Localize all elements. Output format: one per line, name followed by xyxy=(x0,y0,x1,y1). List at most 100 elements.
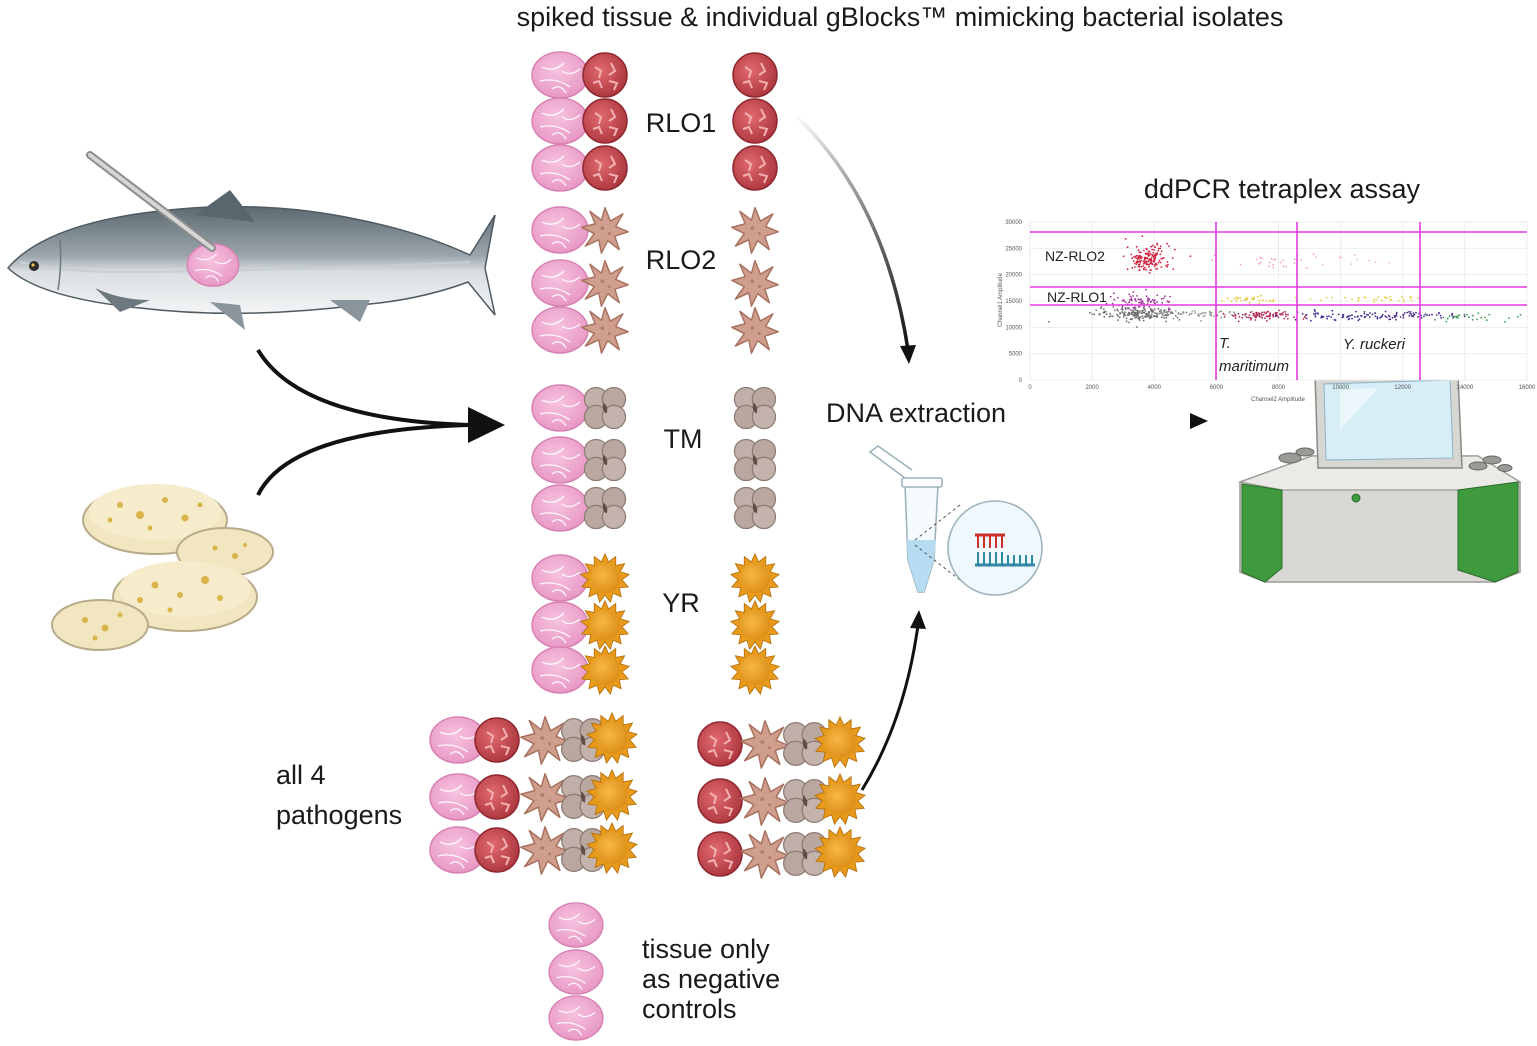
droplet-point xyxy=(1137,306,1140,308)
droplet-point xyxy=(1385,316,1388,318)
droplet-point xyxy=(1172,268,1175,270)
droplet-point xyxy=(1272,314,1274,317)
droplet-point xyxy=(1519,313,1522,316)
droplet-point xyxy=(1150,262,1152,265)
droplet-point xyxy=(1188,314,1191,316)
droplet-point xyxy=(1123,314,1125,317)
droplet-point xyxy=(1476,318,1478,321)
droplet-point xyxy=(1315,256,1317,259)
droplet-point xyxy=(1095,309,1098,312)
droplet-point xyxy=(1305,314,1308,316)
plot-x-tick-label: 10000 xyxy=(1332,385,1349,391)
ddpcr-instrument-illustration xyxy=(1237,374,1522,583)
droplet-point xyxy=(1395,312,1398,315)
droplet-point xyxy=(1159,253,1162,256)
droplet-point xyxy=(1147,315,1149,317)
droplet-point xyxy=(1190,312,1193,315)
droplet-point xyxy=(1156,301,1158,304)
droplet-point xyxy=(1134,298,1137,300)
droplet-point xyxy=(1281,259,1284,262)
droplet-point xyxy=(1268,265,1270,268)
droplet-point xyxy=(1116,313,1118,316)
droplet-point xyxy=(1210,314,1213,317)
droplet-point xyxy=(1131,317,1133,320)
droplet-point xyxy=(1132,291,1135,293)
droplet-point xyxy=(1141,301,1144,304)
cluster-label-nz-rlo1: NZ-RLO1 xyxy=(1047,289,1107,305)
plot-y-tick-label: 5000 xyxy=(1009,352,1023,358)
droplet-point xyxy=(1182,311,1184,314)
droplet-point xyxy=(1294,318,1297,321)
droplet-point xyxy=(1408,315,1411,317)
droplet-point xyxy=(1141,235,1144,238)
droplet-point xyxy=(1445,320,1448,323)
droplet-point xyxy=(1402,316,1405,319)
plot-threshold-lines xyxy=(1030,222,1527,380)
plot-x-tick-label: 2000 xyxy=(1085,385,1099,391)
droplet-point xyxy=(1440,317,1443,319)
droplet-point xyxy=(1409,311,1412,313)
droplet-point xyxy=(1147,310,1150,313)
droplet-point xyxy=(1130,298,1133,301)
plot-y-tick-label: 20000 xyxy=(1005,273,1022,279)
droplet-point xyxy=(1160,250,1163,253)
droplet-point xyxy=(1402,298,1405,301)
droplet-point xyxy=(1385,297,1388,300)
droplet-point xyxy=(1191,310,1194,313)
droplet-point xyxy=(1369,312,1371,314)
droplet-point xyxy=(1111,315,1114,318)
droplet-point xyxy=(1138,298,1141,301)
droplet-point xyxy=(1105,313,1108,315)
droplet-point xyxy=(1148,251,1151,253)
rlo2-organism-icon xyxy=(731,306,779,354)
droplet-point xyxy=(1230,300,1233,303)
droplet-point xyxy=(1423,315,1425,318)
droplet-point xyxy=(1160,297,1163,300)
all-pathogens-label-line1: all 4 xyxy=(276,760,326,790)
droplet-point xyxy=(1138,251,1141,254)
droplet-point xyxy=(1132,307,1135,309)
tissue-icon xyxy=(531,484,589,532)
rlo1-organism-icon xyxy=(697,721,743,767)
row-label-rlo1: RLO1 xyxy=(646,108,717,138)
droplet-point xyxy=(1142,260,1145,263)
rlo1-organism-icon xyxy=(582,98,628,144)
droplet-point xyxy=(1138,301,1140,304)
droplet-point xyxy=(1330,316,1333,318)
droplet-point xyxy=(1259,261,1262,264)
droplet-point xyxy=(1302,318,1305,320)
droplet-point xyxy=(1164,311,1167,314)
plot-x-tick-label: 16000 xyxy=(1519,385,1536,391)
droplet-point xyxy=(1126,246,1129,249)
droplet-point xyxy=(1417,316,1419,318)
droplet-point xyxy=(1262,313,1265,316)
droplet-point xyxy=(1157,307,1160,310)
droplet-point xyxy=(1451,312,1454,315)
droplet-point xyxy=(1222,312,1225,315)
droplet-point xyxy=(1274,315,1277,317)
droplet-point xyxy=(1254,316,1257,319)
droplet-point xyxy=(1162,314,1164,317)
droplet-point xyxy=(1154,263,1157,265)
droplet-point xyxy=(1472,314,1474,317)
droplet-point xyxy=(1194,312,1197,314)
droplet-point xyxy=(1135,263,1138,265)
droplet-point xyxy=(1364,297,1367,299)
droplet-point xyxy=(1381,299,1383,302)
droplet-point xyxy=(1166,300,1169,303)
droplet-point xyxy=(1160,311,1163,314)
droplet-point xyxy=(1410,315,1413,317)
plot-y-axis-label: Channel1 Amplitude xyxy=(998,272,1004,326)
droplet-point xyxy=(1135,245,1138,248)
droplet-point xyxy=(1134,266,1136,268)
droplet-point xyxy=(1112,292,1115,295)
droplet-point xyxy=(1140,298,1142,301)
yr-organism-icon xyxy=(580,645,630,695)
spiked-sample-grid xyxy=(429,51,866,1041)
rlo1-organism-icon xyxy=(582,145,628,191)
droplet-point xyxy=(1452,317,1454,319)
droplet-point xyxy=(1371,313,1374,316)
rlo1-organism-icon xyxy=(474,827,520,873)
droplet-point xyxy=(1124,301,1127,304)
